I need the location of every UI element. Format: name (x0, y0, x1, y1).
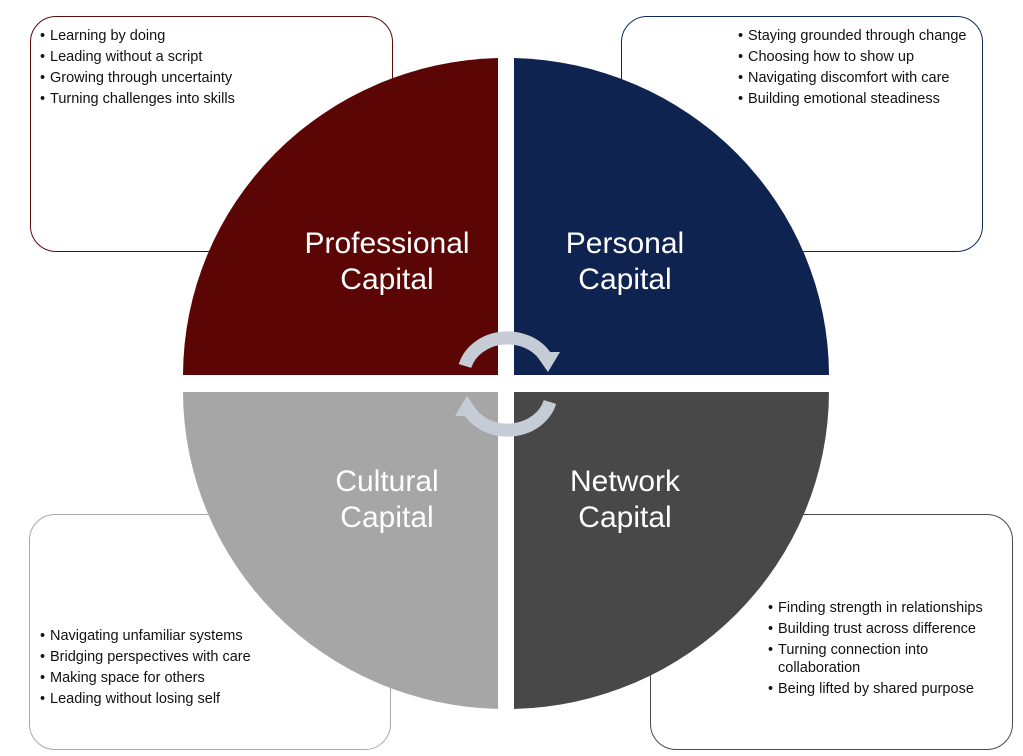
network-quadrant (514, 392, 829, 709)
personal-list: Staying grounded through change Choosing… (738, 27, 978, 111)
personal-title: Personal Capital (565, 227, 685, 296)
network-title: Network Capital (569, 465, 681, 534)
list-item: Leading without losing self (40, 690, 290, 708)
list-item: Navigating unfamiliar systems (40, 627, 290, 645)
list-item: Leading without a script (40, 48, 340, 66)
list-item: Bridging perspectives with care (40, 648, 290, 666)
list-item: Finding strength in relationships (768, 599, 1008, 617)
list-item: Being lifted by shared purpose (768, 680, 1008, 698)
cultural-list: Navigating unfamiliar systems Bridging p… (40, 627, 290, 711)
personal-quadrant (514, 58, 829, 375)
list-item: Learning by doing (40, 27, 340, 45)
list-item: Navigating discomfort with care (738, 69, 978, 87)
list-item: Building emotional steadiness (738, 90, 978, 108)
cultural-quadrant (183, 392, 498, 709)
cultural-title: Cultural Capital (335, 465, 439, 534)
professional-quadrant (183, 58, 498, 375)
list-item: Choosing how to show up (738, 48, 978, 66)
list-item: Making space for others (40, 669, 290, 687)
circular-arrows-icon (455, 331, 560, 437)
professional-list: Learning by doing Leading without a scri… (40, 27, 340, 111)
list-item: Building trust across difference (768, 620, 1008, 638)
network-list: Finding strength in relationships Buildi… (768, 599, 1008, 701)
list-item: Staying grounded through change (738, 27, 978, 45)
professional-title: Professional Capital (304, 227, 470, 296)
list-item: Growing through uncertainty (40, 69, 340, 87)
list-item: Turning connection into collaboration (768, 641, 1008, 677)
list-item: Turning challenges into skills (40, 90, 340, 108)
